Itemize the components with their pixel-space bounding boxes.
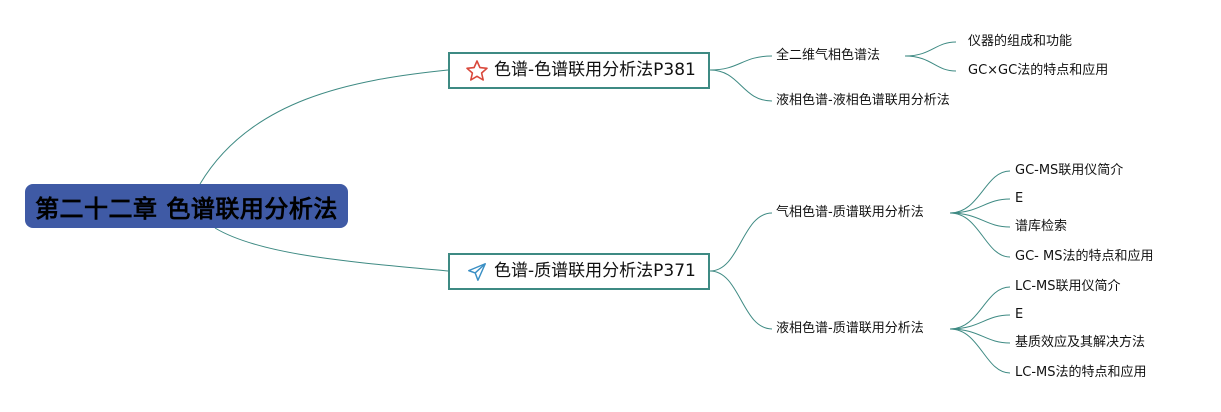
branch-label: 色谱-色谱联用分析法P381: [494, 60, 696, 80]
subtopic-gcxgc-features[interactable]: GC×GC法的特点和应用: [968, 63, 1109, 78]
connector-c1-g1: [904, 41, 957, 57]
paper-plane-icon: [464, 259, 490, 285]
connector-b2-c1: [709, 212, 773, 272]
branch-label: 色谱-质谱联用分析法P371: [494, 261, 696, 281]
connector-lcms-g4: [949, 328, 1011, 374]
subtopic-gcms-instrument[interactable]: GC-MS联用仪简介: [1015, 163, 1124, 178]
subtopic-library-search[interactable]: 谱库检索: [1015, 219, 1068, 234]
root-topic[interactable]: 第二十二章 色谱联用分析法: [25, 184, 348, 228]
connector-b1-c2: [709, 69, 773, 102]
topic-comprehensive-2d-gc[interactable]: 全二维气相色谱法: [776, 48, 881, 63]
connector-gcms-g4: [949, 212, 1011, 258]
connector-gcms-g1: [949, 170, 1011, 214]
root-topic-label: 第二十二章 色谱联用分析法: [35, 194, 338, 223]
connector-gcms-g2: [949, 198, 1011, 214]
topic-lc-ms[interactable]: 液相色谱-质谱联用分析法: [776, 321, 924, 336]
connector-lcms-g1: [949, 286, 1011, 330]
topic-gc-ms[interactable]: 气相色谱-质谱联用分析法: [776, 205, 924, 220]
subtopic-gcms-e[interactable]: E: [1015, 191, 1024, 206]
branch-chromatography-chromatography[interactable]: 色谱-色谱联用分析法P381: [448, 52, 710, 89]
connector-c1-g2: [904, 55, 957, 72]
subtopic-lcms-e[interactable]: E: [1015, 307, 1024, 322]
subtopic-matrix-effect[interactable]: 基质效应及其解决方法: [1015, 335, 1146, 350]
star-icon: [464, 58, 490, 84]
subtopic-lcms-instrument[interactable]: LC-MS联用仪简介: [1015, 279, 1121, 294]
connector-root-b1: [199, 69, 449, 185]
connector-lcms-g2: [949, 314, 1011, 330]
connector-lcms-g3: [949, 328, 1011, 344]
connector-b1-c1: [709, 55, 773, 71]
branch-chromatography-mass-spectrometry[interactable]: 色谱-质谱联用分析法P371: [448, 253, 710, 290]
subtopic-gcms-features[interactable]: GC- MS法的特点和应用: [1015, 249, 1154, 264]
topic-lc-lc[interactable]: 液相色谱-液相色谱联用分析法: [776, 93, 950, 108]
subtopic-instrument-components[interactable]: 仪器的组成和功能: [968, 34, 1073, 49]
subtopic-lcms-features[interactable]: LC-MS法的特点和应用: [1015, 365, 1147, 380]
connector-b2-c2: [709, 270, 773, 330]
connector-gcms-g3: [949, 212, 1011, 228]
connector-root-b2: [214, 227, 449, 272]
